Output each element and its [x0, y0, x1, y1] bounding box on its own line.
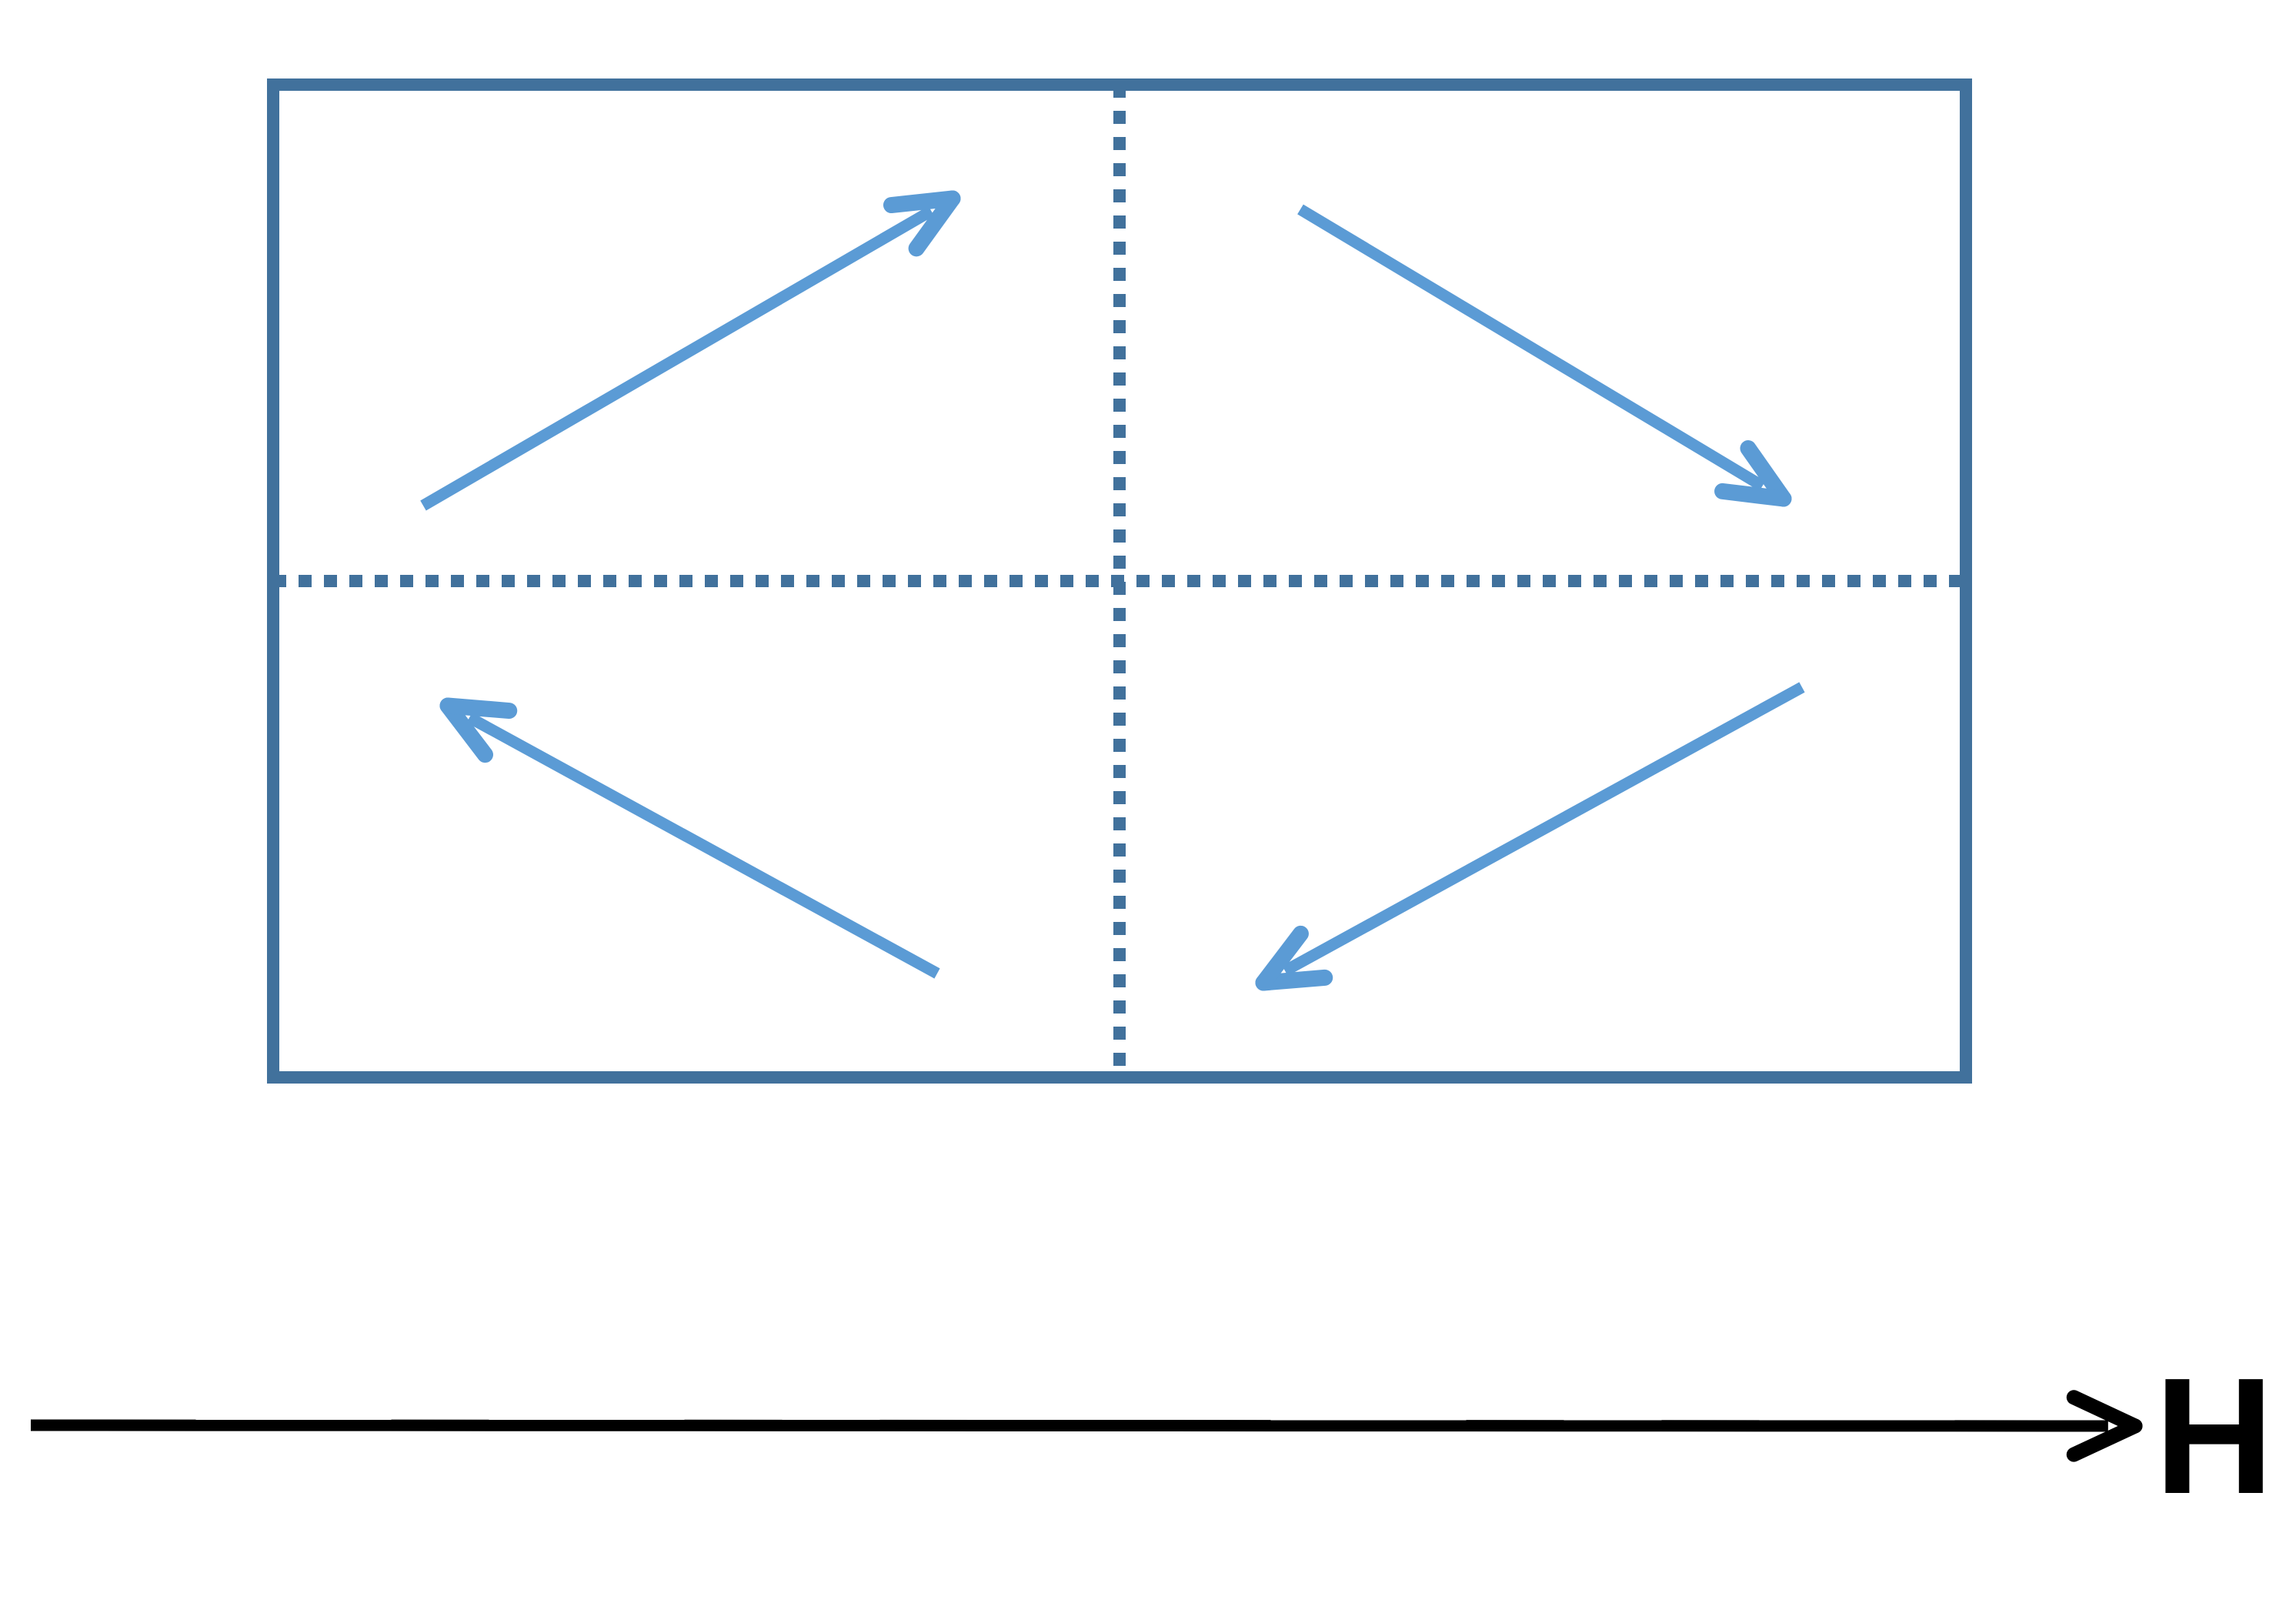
magnetization-arrows: [420, 190, 1805, 991]
magnetization-arrow-bottom-right: [1255, 682, 1805, 991]
magnetization-arrow-bottom-left: [439, 697, 940, 979]
h-axis-label: H: [2154, 1343, 2274, 1528]
h-axis-arrow: [30, 1390, 2143, 1462]
h-axis: H: [30, 1343, 2274, 1528]
magnetization-arrow-top-left: [420, 190, 961, 511]
magnetization-arrow-top-right: [1297, 204, 1792, 507]
